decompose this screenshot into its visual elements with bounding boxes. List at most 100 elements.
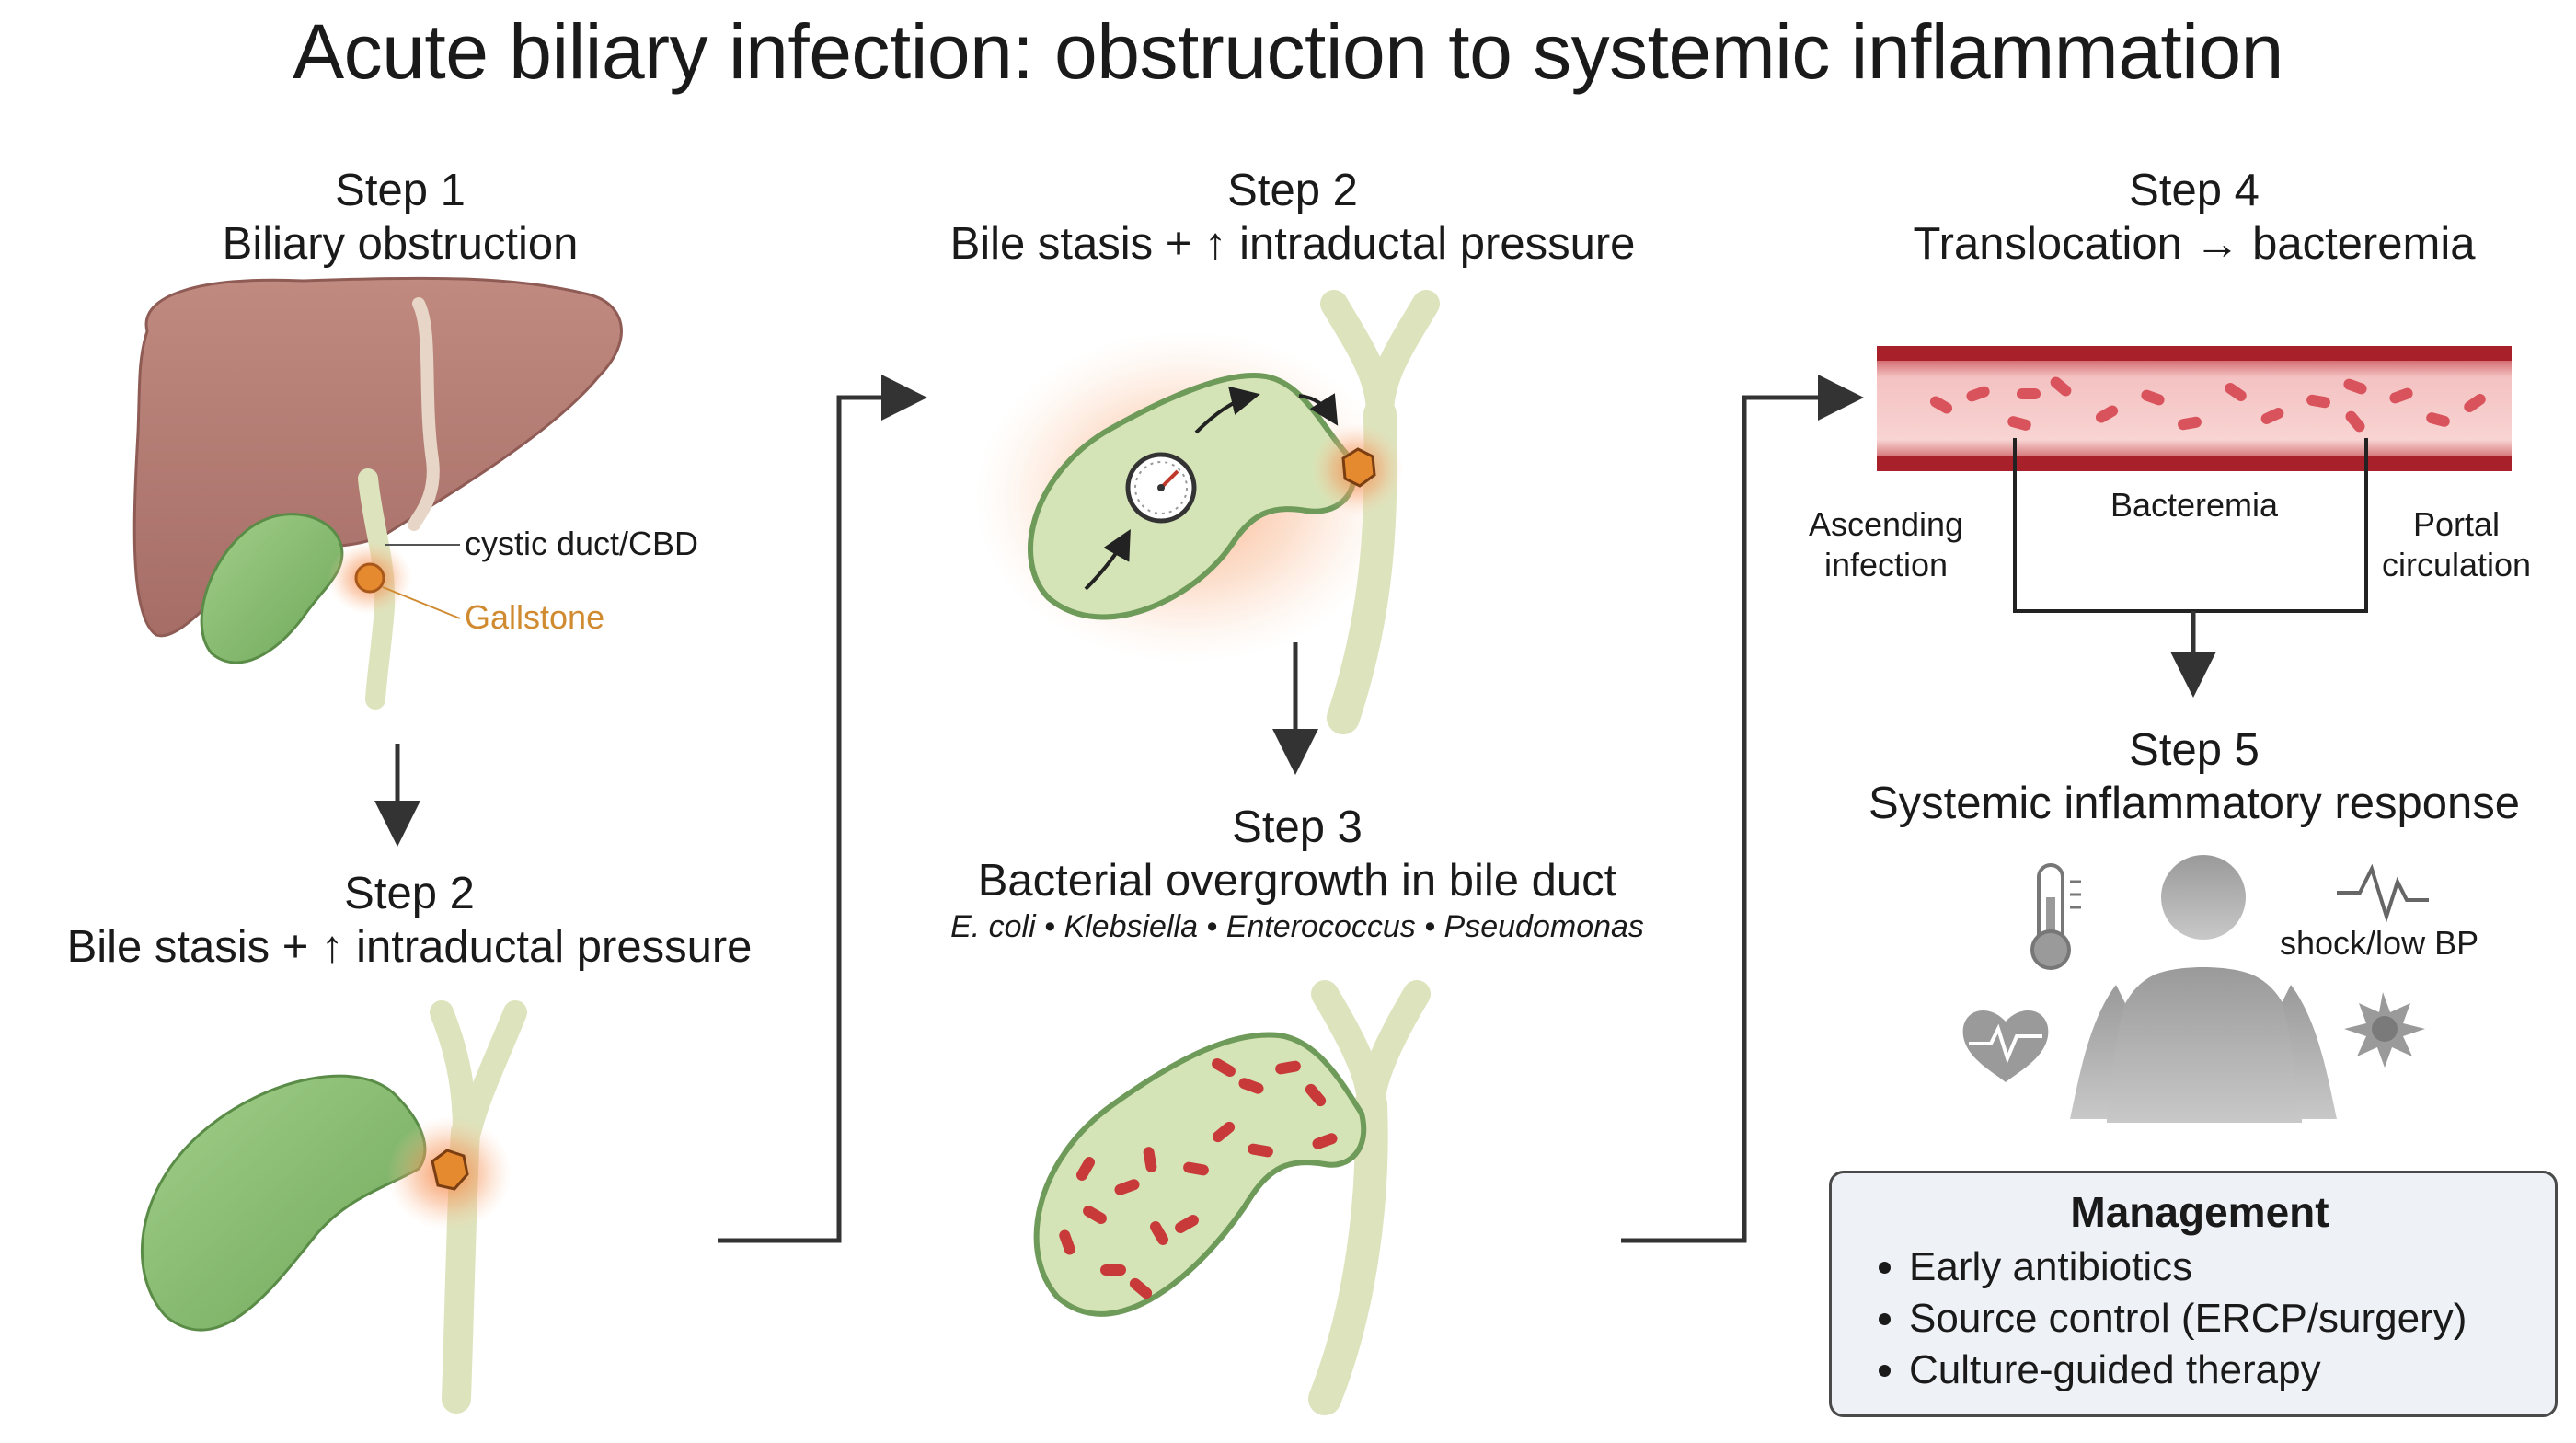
pressure-gauge-icon: [1125, 452, 1197, 524]
step4-caption: Translocation → bacteremia: [1913, 219, 2476, 269]
management-item: Source control (ERCP/surgery): [1909, 1293, 2527, 1345]
inflammation-burst-icon: [2344, 992, 2425, 1068]
ascending-infection-label: Ascending infection: [1785, 504, 1987, 585]
portal-line1: Portal: [2412, 505, 2501, 543]
step5-number: Step 5: [2129, 725, 2260, 775]
bacterium-icon: [1059, 1229, 1075, 1255]
portal-line2: circulation: [2381, 546, 2532, 583]
step3-illustration: [1033, 980, 1431, 1415]
step4-illustration: [1877, 346, 2512, 698]
blood-bacterium-icon: [1929, 396, 1953, 414]
blood-bacterium-icon: [1966, 386, 1990, 402]
gallbladder-large: [140, 1074, 427, 1332]
step3-number: Step 3: [1232, 802, 1363, 852]
blood-bacterium-icon: [2343, 378, 2367, 395]
step5-caption: Systemic inflammatory response: [1868, 779, 2520, 828]
step2-left-illustration: [140, 1000, 527, 1414]
bacterium-icon: [1312, 1133, 1338, 1149]
blood-vessel: [1877, 346, 2512, 471]
step5-heading: Step 5 Systemic inflammatory response: [1831, 723, 2558, 830]
bacterium-icon: [1083, 1206, 1107, 1224]
bacterium-icon: [1305, 1083, 1327, 1107]
arrow-to-center-column: [718, 375, 927, 1243]
step2-left-heading: Step 2 Bile stasis + ↑ intraductal press…: [28, 867, 791, 974]
management-item: Early antibiotics: [1909, 1241, 2527, 1293]
duct-branch-right: [457, 1000, 527, 1144]
bacterium-icon: [1175, 1215, 1199, 1233]
step2-center-caption: Bile stasis + ↑ intraductal pressure: [949, 219, 1636, 269]
blood-bacterium-icon: [2389, 387, 2413, 404]
gallstone-icon: [1341, 447, 1376, 488]
bacterium-icon: [1100, 1264, 1126, 1276]
step3-organisms: E. coli • Klebsiella • Enterococcus • Ps…: [950, 909, 1644, 944]
ascending-line2: infection: [1823, 546, 1949, 583]
duct-branch-left: [430, 1000, 477, 1144]
ascending-line1: Ascending: [1808, 505, 1964, 543]
step2-center-illustration: [975, 290, 1440, 734]
human-silhouette: [2070, 855, 2337, 1123]
flow-arrow-icon: [1298, 393, 1339, 426]
gallstone-icon: [354, 562, 385, 594]
blood-bacterium-icon: [2464, 393, 2486, 413]
shock-label: shock/low BP: [2280, 924, 2479, 962]
gallstone-label: Gallstone: [465, 598, 605, 636]
blood-bacterium-icon: [2141, 389, 2165, 406]
bacterium-icon: [1076, 1157, 1095, 1181]
cbd-duct: [1308, 1088, 1388, 1415]
bacteria-cluster: [1059, 1058, 1338, 1299]
management-item: Culture-guided therapy: [1909, 1345, 2527, 1396]
stone-pointer-line: [382, 586, 461, 619]
bacteremia-label: Bacteremia: [2110, 486, 2279, 524]
duct-branch-right: [1357, 980, 1431, 1118]
blood-bacterium-icon: [2007, 416, 2031, 431]
bacterium-icon: [1275, 1060, 1301, 1075]
step1-number: Step 1: [335, 166, 466, 215]
blood-bacterium-icon: [2345, 410, 2365, 433]
thermometer-icon: [2030, 863, 2081, 970]
duct-branch-right: [1366, 290, 1440, 428]
gallstone-icon: [431, 1149, 469, 1191]
step2-left-number: Step 2: [344, 869, 475, 918]
flow-arrow-icon: [1084, 529, 1131, 591]
arrow-to-step4: [1621, 375, 1864, 1243]
step2-center-number: Step 2: [1227, 166, 1358, 215]
bacterium-icon: [1143, 1147, 1157, 1172]
bacteremia-connector: [2013, 438, 2368, 613]
blood-bacteria-cluster: [1929, 376, 2486, 433]
step2-center-heading: Step 2 Bile stasis + ↑ intraductal press…: [911, 164, 1674, 271]
gallbladder-shape: [200, 513, 344, 664]
blood-bacterium-icon: [2225, 382, 2247, 402]
step2-left-caption: Bile stasis + ↑ intraductal pressure: [66, 922, 753, 972]
bacterium-icon: [1114, 1179, 1140, 1195]
bacterium-icon: [1150, 1221, 1168, 1245]
blood-bacterium-icon: [2178, 416, 2202, 431]
cystic-duct-label: cystic duct/CBD: [465, 525, 699, 562]
step3-heading: Step 3 Bacterial overgrowth in bile duct: [892, 801, 1702, 907]
step1-heading: Step 1 Biliary obstruction: [212, 164, 589, 271]
portal-circulation-label: Portal circulation: [2346, 504, 2567, 585]
step3-caption: Bacterial overgrowth in bile duct: [977, 856, 1617, 906]
step1-liver-illustration: [132, 276, 623, 710]
bacterium-icon: [1212, 1058, 1236, 1077]
liver-ligament: [408, 297, 440, 531]
ecg-wave-icon: [2337, 863, 2429, 923]
heartbeat-icon: [1962, 1010, 2049, 1082]
bacterium-icon: [1129, 1277, 1153, 1299]
page-title: Acute biliary infection: obstruction to …: [293, 8, 2283, 95]
management-list: Early antibiotics Source control (ERCP/s…: [1872, 1241, 2527, 1396]
bacterium-icon: [1248, 1143, 1273, 1158]
bacterium-icon: [1212, 1121, 1236, 1143]
blood-bacterium-icon: [2260, 408, 2284, 424]
step4-number: Step 4: [2129, 166, 2260, 215]
step5-illustration: [1962, 855, 2429, 1123]
blood-bacterium-icon: [2306, 394, 2330, 409]
blood-bacterium-icon: [2095, 405, 2119, 423]
bacterium-icon: [1238, 1078, 1264, 1094]
flow-arrow-icon: [1194, 386, 1260, 434]
blood-bacterium-icon: [2017, 388, 2041, 399]
management-box: Management Early antibiotics Source cont…: [1829, 1171, 2558, 1417]
bacterium-icon: [1183, 1161, 1209, 1176]
blood-bacterium-icon: [2426, 412, 2450, 427]
step1-caption: Biliary obstruction: [222, 219, 579, 269]
